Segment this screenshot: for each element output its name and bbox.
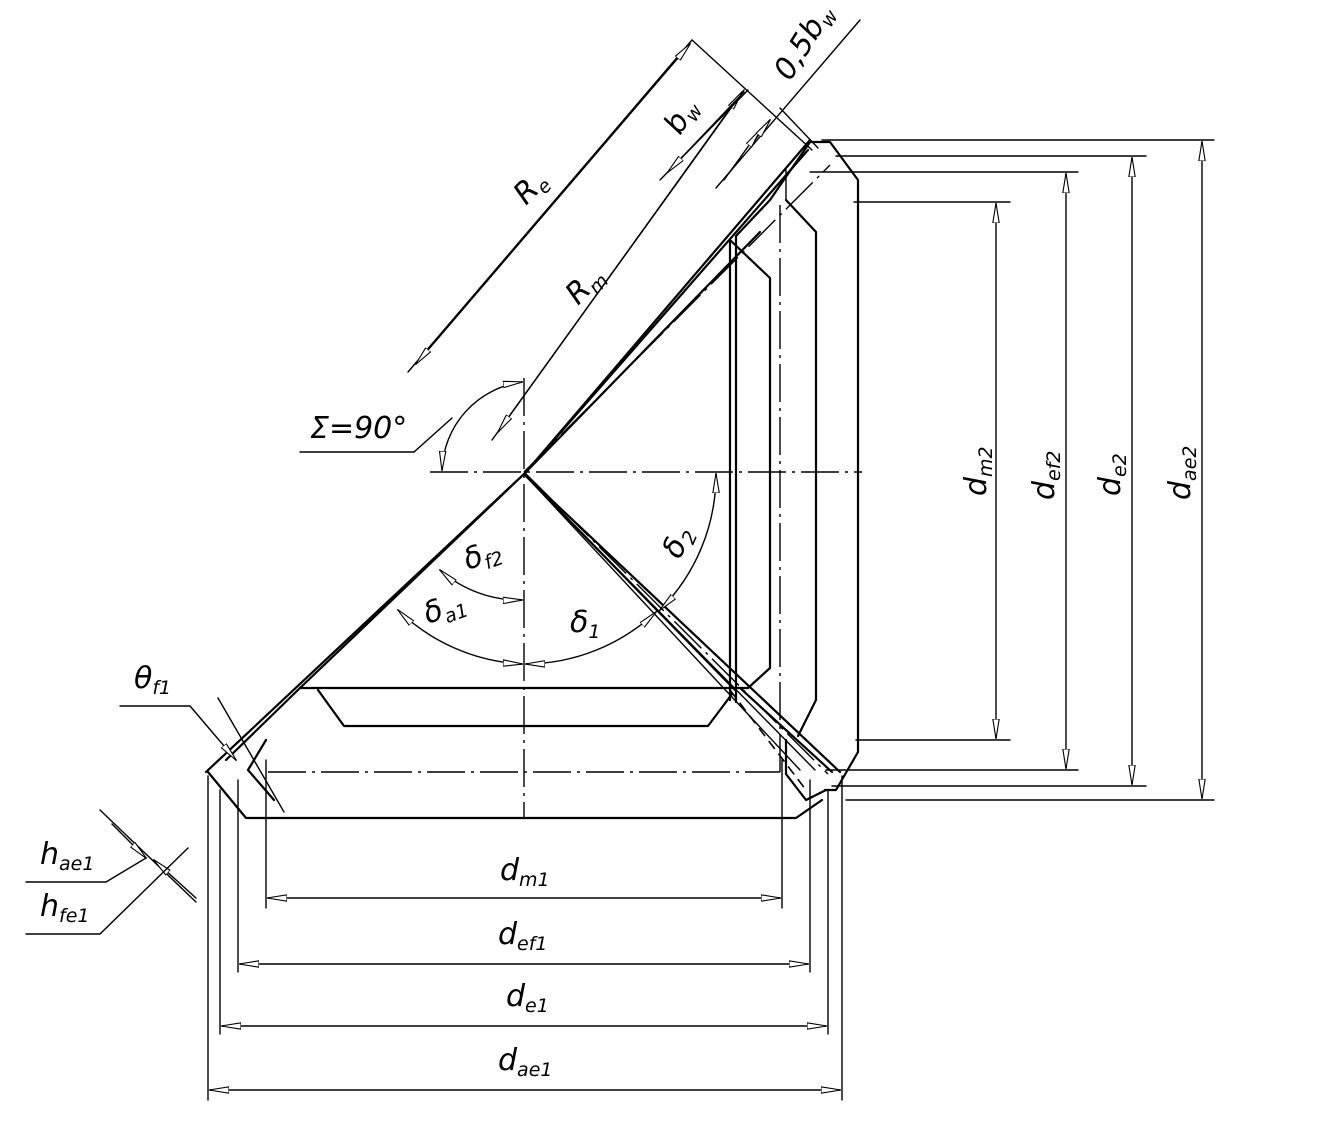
label-hae1: hae1 [40,837,94,875]
dim-Rm [498,92,742,432]
gear2-body [524,138,860,792]
label-sigma: Σ=90° [310,411,407,446]
svg-text:δf2: δf2 [459,532,507,580]
svg-text:def2: def2 [1027,450,1065,500]
label-de2: de2 [1093,453,1131,496]
gear1-inner-face [316,688,734,728]
leader-thetaf1 [119,705,236,760]
label-def1: def1 [498,917,548,955]
dim-half-bw-leader [715,19,861,189]
svg-text:δa1: δa1 [419,584,472,634]
gear2-mid-face [784,198,818,738]
label-Rm: Rm [559,259,614,314]
leader-hfe1 [25,847,189,935]
label-dm1: dm1 [500,853,550,891]
label-delta2: δ2 [655,521,702,564]
gear1-hidden-line [729,689,807,791]
cone-angle-dimensions [398,474,716,664]
label-def2: def2 [1027,450,1065,500]
label-deltaf2: δf2 [459,532,507,580]
dim-delta1 [526,612,656,664]
label-dae1: dae1 [498,1043,552,1081]
svg-text:bw: bw [657,92,708,142]
label-bw: bw [657,92,708,142]
label-deltaa1: δa1 [419,584,472,634]
leader-hae1 [25,857,147,883]
svg-text:dae2: dae2 [1163,446,1201,500]
gear1-root-cone [298,472,526,690]
svg-text:0,5bw: 0,5bw [767,0,843,88]
label-de1: de1 [506,979,549,1017]
cone-distance-dimensions [407,19,861,441]
dim-delta2 [660,474,716,610]
gear2-inner-face [728,238,772,690]
svg-text:dm2: dm2 [959,446,997,496]
svg-text:Rm: Rm [559,259,614,314]
gear1-tooth-left [246,738,276,802]
label-delta1: δ1 [570,605,600,643]
dim-h-line [99,809,197,903]
gear1-tip-cone-right [522,472,842,774]
gear1-back-face [206,770,824,820]
label-half-bw: 0,5bw [767,0,843,88]
label-dm2: dm2 [959,446,997,496]
dim-bw [668,91,745,172]
gear2-front-face [734,140,812,704]
label-dae2: dae2 [1163,446,1201,500]
gear1-body [204,472,842,820]
gear2-root-cone [524,230,762,474]
label-hfe1: hfe1 [40,889,89,927]
gear2-diameter-dimensions [809,139,1215,801]
tooth-dimensions: θf1 hae1 hfe1 [25,661,285,935]
center-lines [268,164,862,818]
svg-text:de2: de2 [1093,453,1131,496]
gear1-diameter-dimensions: dm1 def1 de1 dae1 [207,759,843,1101]
shaft-angle-dimension: Σ=90° [299,382,522,470]
gear2-back-face [808,140,860,792]
dim-Re [416,44,690,364]
svg-text:δ2: δ2 [655,521,702,564]
gear1-tooth-right [784,738,828,802]
dim-deltaf2 [440,570,522,600]
svg-text:δ1: δ1 [570,605,600,643]
dim-deltaa1 [398,610,522,664]
label-thetaf1: θf1 [134,661,171,699]
back-cone-line [217,697,285,813]
